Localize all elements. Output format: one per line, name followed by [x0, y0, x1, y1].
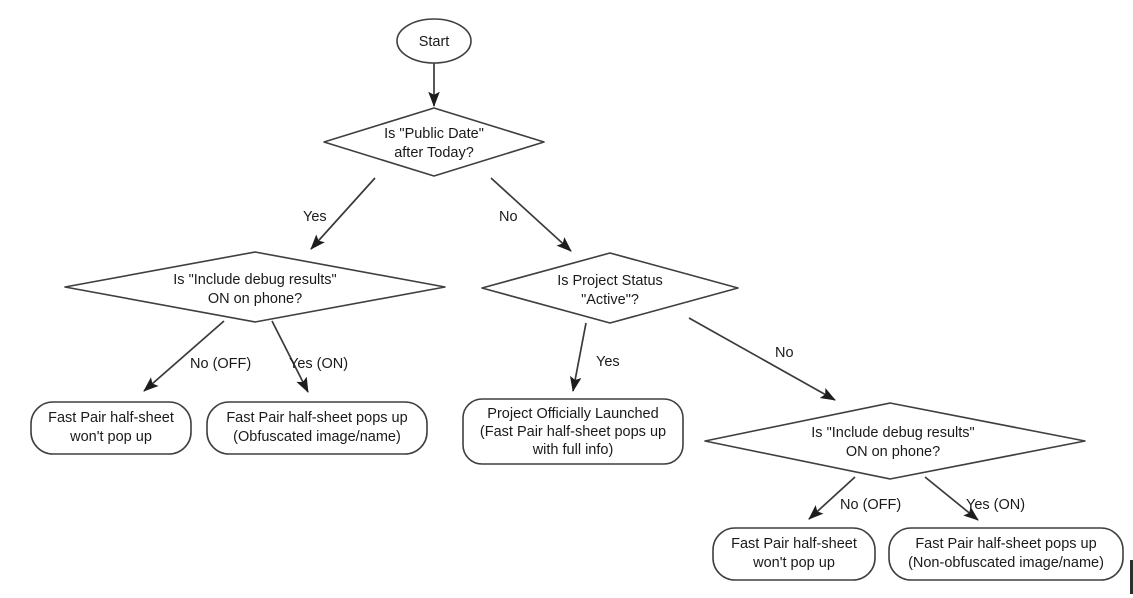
node-start[interactable]: Start	[396, 18, 472, 64]
edge-debug-right-no-off: No (OFF)	[808, 476, 901, 520]
node-public-date-line-2: after Today?	[394, 145, 474, 161]
node-debug-left[interactable]: Is "Include debug results" ON on phone?	[64, 251, 446, 323]
node-public-date[interactable]: Is "Public Date" after Today?	[323, 107, 545, 177]
node-result-right-on-line-2: (Non-obfuscated image/name)	[908, 555, 1104, 571]
edge-label-yes-public-date: Yes	[303, 209, 327, 225]
node-result-left-off-line-2: won't pop up	[69, 429, 152, 445]
edge-label-no-off-left: No (OFF)	[190, 356, 251, 372]
edge-label-no-public-date: No	[499, 209, 518, 225]
page-edge-mark	[1130, 560, 1133, 594]
node-result-right-on[interactable]: Fast Pair half-sheet pops up (Non-obfusc…	[888, 527, 1124, 581]
edge-label-yes-on-left: Yes (ON)	[289, 356, 348, 372]
node-result-right-off[interactable]: Fast Pair half-sheet won't pop up	[712, 527, 876, 581]
node-result-left-off[interactable]: Fast Pair half-sheet won't pop up	[30, 401, 192, 455]
node-result-left-on-line-1: Fast Pair half-sheet pops up	[226, 410, 407, 426]
node-result-launched-line-1: Project Officially Launched	[487, 406, 658, 422]
node-result-left-on-line-2: (Obfuscated image/name)	[233, 429, 401, 445]
edge-label-no-project-status: No	[775, 345, 794, 361]
edge-label-no-off-right: No (OFF)	[840, 497, 901, 513]
edge-label-yes-on-right: Yes (ON)	[966, 497, 1025, 513]
node-project-status-line-1: Is Project Status	[557, 273, 663, 289]
edges-layer: Yes No No (OFF) Yes (ON) Yes	[143, 62, 1025, 521]
node-result-left-on[interactable]: Fast Pair half-sheet pops up (Obfuscated…	[206, 401, 428, 455]
edge-public-date-no: No	[490, 177, 572, 252]
node-result-right-on-line-1: Fast Pair half-sheet pops up	[915, 536, 1096, 552]
node-result-launched-line-2: (Fast Pair half-sheet pops up	[480, 424, 666, 440]
edge-project-status-no: No	[688, 317, 836, 401]
nodes-layer: Start Is "Public Date" after Today? Is "…	[30, 18, 1124, 581]
edge-debug-left-no-off: No (OFF)	[143, 320, 251, 392]
node-result-left-off-line-1: Fast Pair half-sheet	[48, 410, 174, 426]
node-start-line-1: Start	[419, 34, 450, 50]
node-project-status[interactable]: Is Project Status "Active"?	[481, 252, 739, 324]
edge-project-status-yes: Yes	[570, 322, 620, 393]
node-debug-right[interactable]: Is "Include debug results" ON on phone?	[704, 402, 1086, 480]
node-debug-left-line-1: Is "Include debug results"	[173, 272, 336, 288]
node-debug-right-line-1: Is "Include debug results"	[811, 425, 974, 441]
edge-debug-right-yes-on: Yes (ON)	[924, 476, 1025, 521]
node-project-status-line-2: "Active"?	[581, 292, 639, 308]
edge-public-date-yes: Yes	[303, 177, 376, 250]
edge-label-yes-project-status: Yes	[596, 354, 620, 370]
node-result-right-off-line-1: Fast Pair half-sheet	[731, 536, 857, 552]
node-result-launched-line-3: with full info)	[532, 442, 614, 458]
edge-debug-left-yes-on: Yes (ON)	[271, 320, 348, 393]
node-result-right-off-line-2: won't pop up	[752, 555, 835, 571]
node-debug-right-line-2: ON on phone?	[846, 444, 940, 460]
node-public-date-line-1: Is "Public Date"	[384, 126, 484, 142]
node-debug-left-line-2: ON on phone?	[208, 291, 302, 307]
node-result-launched[interactable]: Project Officially Launched (Fast Pair h…	[462, 398, 684, 465]
